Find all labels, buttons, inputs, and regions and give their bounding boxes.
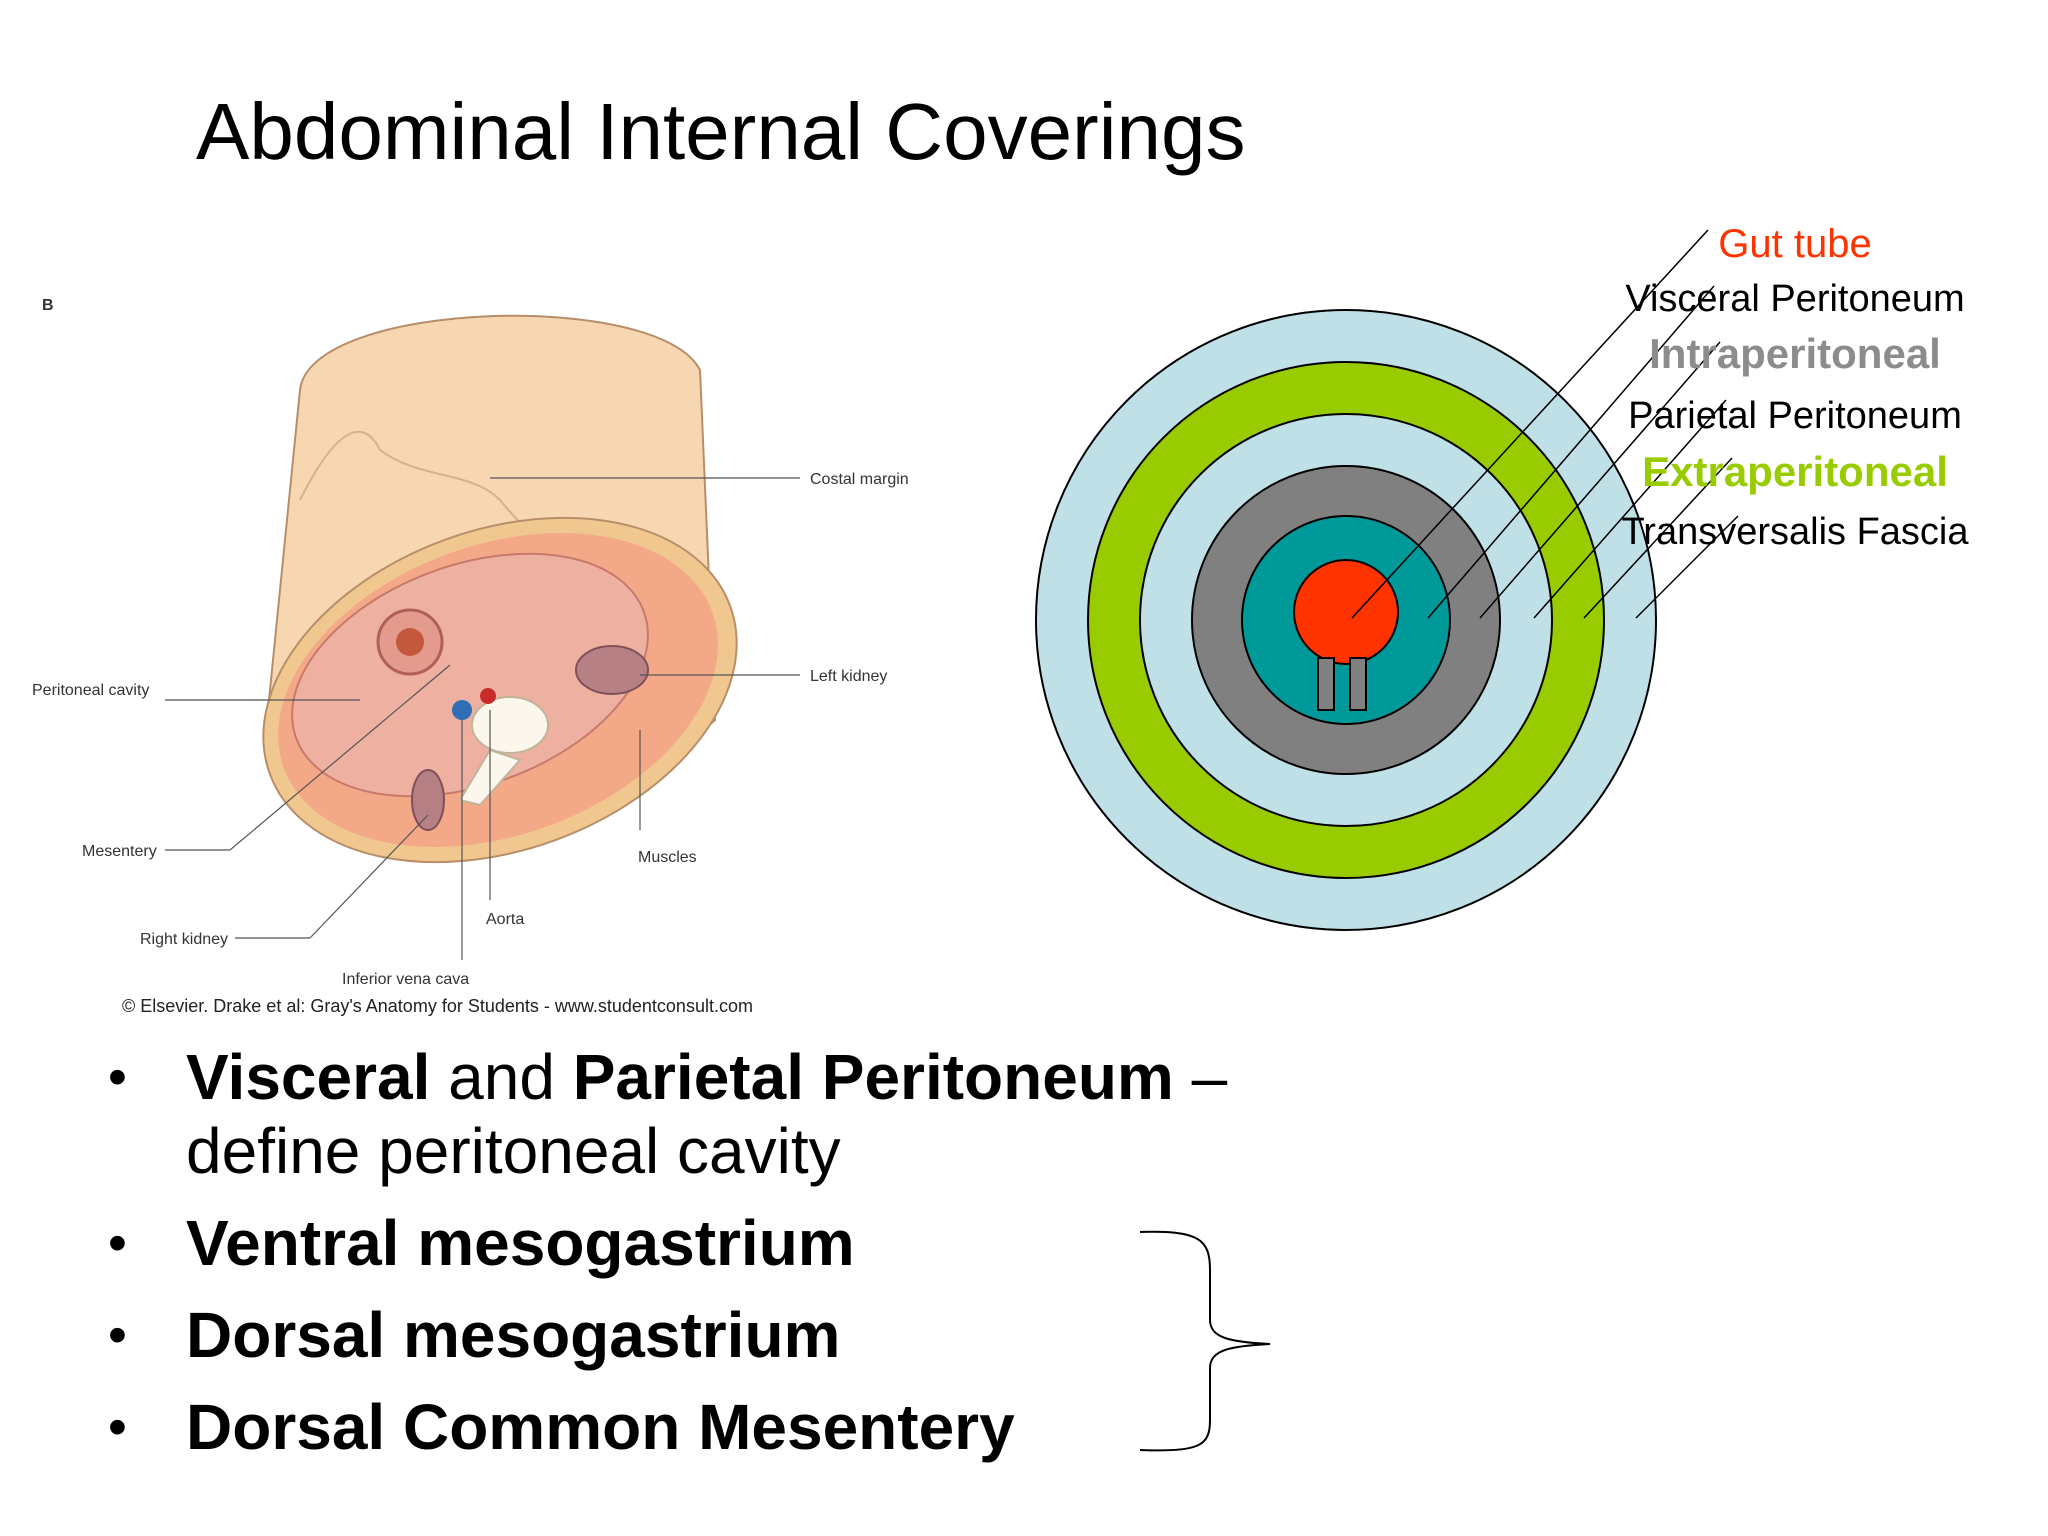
label-extraperitoneal: Extraperitoneal [1642,448,1948,495]
bullet-item-peritoneum: • Visceral and Parietal Peritoneum – def… [100,1040,1400,1188]
label-visceral-peritoneum: Visceral Peritoneum [1625,278,1964,320]
label-gut-tube: Gut tube [1718,222,1871,266]
bullet-dot: • [108,1047,127,1107]
bullet-item-common-mesentery: • Dorsal Common Mesentery [100,1390,1400,1464]
gut-tube-circle [1293,559,1399,665]
right-kidney-shape [411,769,445,831]
label-muscles: Muscles [638,849,697,866]
leader-extraperitoneal [1583,457,1733,619]
grouping-brace [1139,1230,1271,1452]
label-costal-margin: Costal margin [810,471,909,488]
bullet-bold-ventral: Ventral mesogastrium [186,1207,855,1279]
mesentery-bar-right [1349,657,1367,711]
abdomen-cross-section-figure: B Costal margin Left kidney Peritoneal c… [32,297,909,1016]
mesentery-bar-left [1317,657,1335,711]
bullet-item-dorsal: • Dorsal mesogastrium [100,1298,1400,1372]
bullet-bold-parietal: Parietal Peritoneum [572,1041,1174,1113]
left-kidney-shape [575,645,649,695]
label-left-kidney: Left kidney [810,668,887,685]
vertebra-body [471,696,549,754]
bullet-dot: • [108,1305,127,1365]
intestine-lumen [396,628,424,656]
leader-transversalis [1635,515,1739,619]
ivc-shape [452,700,472,720]
peritoneum-rings-diagram: Gut tube Visceral Peritoneum Intraperito… [1035,222,1969,931]
label-intraperitoneal: Intraperitoneal [1649,330,1941,377]
bullet-list: • Visceral and Parietal Peritoneum – def… [100,1040,1400,1482]
figure-credit: © Elsevier. Drake et al: Gray's Anatomy … [122,996,753,1016]
bullet-dot: • [108,1213,127,1273]
label-parietal-peritoneum: Parietal Peritoneum [1628,395,1962,437]
slide-title: Abdominal Internal Coverings [196,87,1246,176]
bullet-text-define: define peritoneal cavity [186,1115,841,1187]
bullet-bold-common: Dorsal Common Mesentery [186,1391,1015,1463]
label-right-kidney: Right kidney [140,931,228,948]
aorta-shape [480,688,496,704]
panel-letter: B [42,297,54,314]
leader-intraperitoneal [1479,341,1721,619]
bullet-bold-dorsal: Dorsal mesogastrium [186,1299,841,1371]
label-inferior-vena-cava: Inferior vena cava [342,971,469,988]
label-transversalis-fascia: Transversalis Fascia [1621,511,1969,553]
label-mesentery: Mesentery [82,843,157,860]
bullet-bold-visceral: Visceral [186,1041,431,1113]
bullet-text-dash: – [1173,1041,1228,1113]
leader-gut-tube [1351,229,1709,619]
label-peritoneal-cavity: Peritoneal cavity [32,682,149,699]
leader-parietal [1533,399,1727,619]
bullet-dot: • [108,1397,127,1457]
leader-visceral [1427,285,1715,619]
label-aorta: Aorta [486,911,524,928]
peritoneal-cavity-area [291,552,649,798]
bullet-item-ventral: • Ventral mesogastrium [100,1206,1400,1280]
bullet-text-and: and [430,1041,573,1113]
